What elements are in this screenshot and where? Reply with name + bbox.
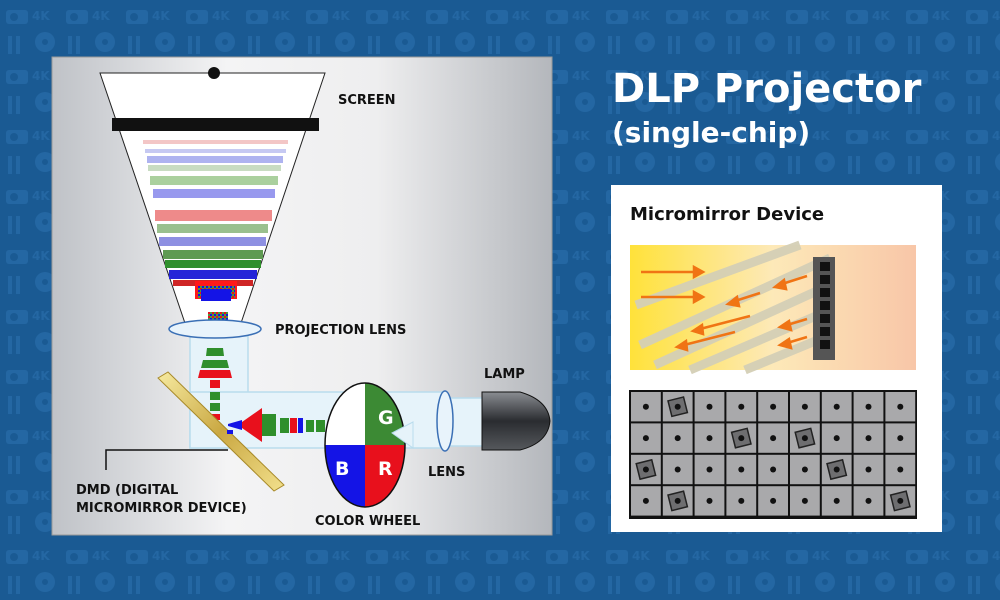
mirror-pivot xyxy=(865,497,872,504)
mirror-pivot xyxy=(738,403,745,410)
mirror-pivot xyxy=(642,466,649,473)
condenser-lens xyxy=(436,390,454,452)
mirror-pivot xyxy=(801,403,808,410)
dmd-label-line1: DMD (DIGITAL xyxy=(76,483,179,498)
projection-lens-label: PROJECTION LENS xyxy=(275,323,407,338)
mirror-pivot xyxy=(897,435,904,442)
mirror-pivot xyxy=(674,403,681,410)
mirror-pivot xyxy=(833,497,840,504)
mirror-pivot xyxy=(833,403,840,410)
mirror-pivot xyxy=(706,435,713,442)
mirror-pivot xyxy=(706,466,713,473)
mirror-pivot xyxy=(897,466,904,473)
mirror-pivot xyxy=(738,497,745,504)
projected-image-stripes xyxy=(143,140,288,322)
micromirror-side-view xyxy=(630,240,916,375)
mirror-pivot xyxy=(706,403,713,410)
lamp-label: LAMP xyxy=(484,367,525,382)
mirror-pivot xyxy=(674,466,681,473)
dmd-pointer-line xyxy=(105,449,228,470)
mirror-pivot xyxy=(770,497,777,504)
mirror-pivot xyxy=(897,497,904,504)
mirror-pivot xyxy=(738,435,745,442)
color-wheel-label: COLOR WHEEL xyxy=(315,514,421,529)
mirror-pivot xyxy=(706,497,713,504)
mirror-pivot xyxy=(642,435,649,442)
mirror-pivot xyxy=(770,403,777,410)
vertical-light-blocks xyxy=(198,348,232,420)
mirror-pivot xyxy=(833,466,840,473)
page-subtitle: (single-chip) xyxy=(612,116,811,149)
color-wheel-segment-g: G xyxy=(378,407,394,429)
mirror-pivot xyxy=(801,435,808,442)
mirror-pivot xyxy=(865,466,872,473)
mirror-pivot xyxy=(738,466,745,473)
color-wheel xyxy=(324,382,414,508)
mirror-pivot xyxy=(642,497,649,504)
mirror-pivot xyxy=(833,435,840,442)
horizontal-light-blocks xyxy=(227,408,325,442)
screen-label: SCREEN xyxy=(338,93,396,108)
screen-bar xyxy=(112,118,319,131)
mirror-pivot xyxy=(801,497,808,504)
micromirror-title: Micromirror Device xyxy=(630,204,825,225)
mirror-pivot xyxy=(865,403,872,410)
mirror-pivot xyxy=(897,403,904,410)
dmd-mirror xyxy=(157,371,285,492)
dmd-label-line2: MICROMIRROR DEVICE) xyxy=(76,501,247,516)
lamp xyxy=(481,391,551,451)
mirror-pivot xyxy=(770,466,777,473)
screen-mount xyxy=(208,67,220,79)
mirror-pivot xyxy=(801,466,808,473)
mirror-pivot xyxy=(674,497,681,504)
page-title: DLP Projector xyxy=(612,66,922,112)
projection-lens xyxy=(168,319,262,339)
mirror-pivot xyxy=(770,435,777,442)
lens-label: LENS xyxy=(428,465,466,480)
micromirror-grid xyxy=(629,390,917,519)
mirror-pivot xyxy=(865,435,872,442)
mirror-pivot xyxy=(674,435,681,442)
mirror-pivot xyxy=(642,403,649,410)
color-wheel-segment-r: R xyxy=(378,458,393,480)
color-wheel-segment-b: B xyxy=(335,458,350,480)
